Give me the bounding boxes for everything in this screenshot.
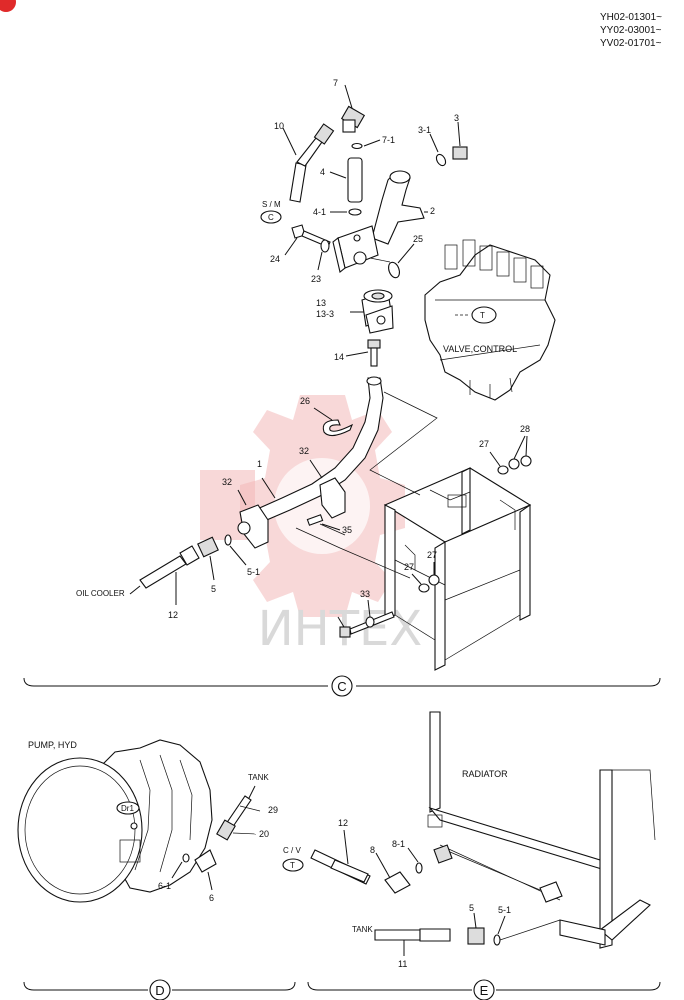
callout-12: 12: [168, 610, 178, 620]
e-tank-label: TANK: [352, 925, 373, 934]
callout-8-1: 8-1: [392, 839, 405, 849]
hydraulic-pump: Dr1: [17, 739, 213, 903]
valve-ref-T: T: [480, 311, 485, 320]
guide-lines: [295, 391, 438, 579]
pin-35: 35: [306, 514, 352, 535]
callout-2: 2: [430, 206, 435, 216]
hose-10: 10 S / M C: [260, 121, 335, 224]
callout-29: 29: [268, 805, 278, 815]
section-e-divider: E: [307, 979, 661, 1000]
callout-28-top: 28: [520, 424, 530, 434]
callout-3: 3: [454, 113, 459, 123]
pump-ref-dr1: Dr1: [121, 804, 134, 813]
radiator: [427, 711, 656, 949]
clamp-32: 32 32: [222, 446, 346, 549]
section-d-drawing: PUMP, HYD Dr1 TANK 29 20 6-1: [17, 739, 278, 903]
callout-7: 7: [333, 78, 338, 88]
callout-35: 35: [342, 525, 352, 535]
callout-27-low: 33: [360, 589, 370, 599]
callout-32-lower: 32: [222, 477, 232, 487]
serial-numbers: YH02-01301~ YY02-03001~ YV02-01701~: [600, 12, 662, 49]
callout-14: 14: [334, 352, 344, 362]
section-marker-d: D: [155, 983, 164, 998]
callout-5: 5: [211, 584, 216, 594]
callout-1: 1: [257, 459, 262, 469]
callout-20: 20: [259, 829, 269, 839]
callout-23: 23: [311, 274, 321, 284]
callout-7-1: 7-1: [382, 135, 395, 145]
callout-8: 8: [370, 845, 375, 855]
callout-26: 26: [300, 396, 310, 406]
cv-hose-12: C / V T 12 8 8-1: [282, 818, 541, 894]
callout-25: 25: [413, 234, 423, 244]
callout-10: 10: [274, 121, 284, 131]
section-e-drawing: RADIATOR C / V T 12 8 8-1: [282, 711, 656, 969]
callout-4: 4: [320, 167, 325, 177]
section-marker-e: E: [480, 983, 489, 998]
oil-cooler-label: OIL COOLER: [76, 589, 125, 598]
control-valve: T VALVE,CONTROL: [424, 239, 556, 401]
sm-ref-C: C: [268, 213, 274, 222]
callout-13: 13: [316, 298, 326, 308]
ubolt-26: 26: [300, 396, 354, 437]
cv-ref-T: T: [290, 861, 295, 870]
tank-hose-11: TANK 11 5 5-1: [352, 903, 561, 969]
cv-label: C / V: [283, 846, 301, 855]
serial-1: YH02-01301~: [600, 12, 662, 23]
callout-11: 11: [398, 959, 407, 969]
washers-27-28-top: 27 28: [479, 424, 532, 475]
serial-3: YV02-01701~: [600, 38, 662, 49]
sm-label: S / M: [262, 200, 281, 209]
frame-bracket: [383, 467, 532, 671]
valve-control-label: VALVE,CONTROL: [443, 344, 517, 354]
callout-5-1: 5-1: [247, 567, 260, 577]
pipe-2: 2: [371, 170, 435, 245]
section-c-divider: C: [23, 675, 661, 697]
callout-12-e: 12: [338, 818, 348, 828]
callout-27-mid: 27: [404, 562, 414, 572]
callout-6-1: 6-1: [158, 881, 171, 891]
radiator-label: RADIATOR: [462, 769, 508, 779]
page-corner-mark: [0, 0, 16, 12]
callout-13-3: 13-3: [316, 309, 334, 319]
callout-6: 6: [209, 893, 214, 903]
callout-4-1: 4-1: [313, 207, 326, 217]
hose-12: 12 OIL COOLER 5 5-1: [76, 534, 260, 620]
callout-27-top: 27: [479, 439, 489, 449]
plug-3: 3-1 3: [418, 113, 468, 167]
section-marker-c: C: [337, 679, 346, 694]
section-c-drawing: T VALVE,CONTROL 10 S / M C 7 7-1: [76, 78, 556, 671]
flange-13: 13 13-3: [316, 289, 394, 334]
pump-tank-label: TANK: [248, 773, 269, 782]
drain-hose: TANK 29 20 6-1 6: [158, 773, 278, 903]
callout-5-e: 5: [469, 903, 474, 913]
serial-2: YY02-03001~: [600, 25, 662, 36]
pump-label: PUMP, HYD: [28, 740, 77, 750]
bolt-33: 33: [337, 589, 395, 638]
pipe-4: 4 4-1: [313, 157, 363, 217]
callout-28-mid: 27: [427, 550, 437, 560]
callout-32-upper: 32: [299, 446, 309, 456]
bolt-14: 14: [334, 339, 381, 367]
callout-3-1: 3-1: [418, 125, 431, 135]
callout-5-1-e: 5-1: [498, 905, 511, 915]
fitting-7: 7 7-1: [333, 78, 395, 150]
block-fitting: 25 24 23: [270, 224, 423, 284]
washers-27-28-mid: 27 27: [404, 550, 440, 593]
section-d-divider: D: [23, 979, 296, 1000]
callout-24: 24: [270, 254, 280, 264]
